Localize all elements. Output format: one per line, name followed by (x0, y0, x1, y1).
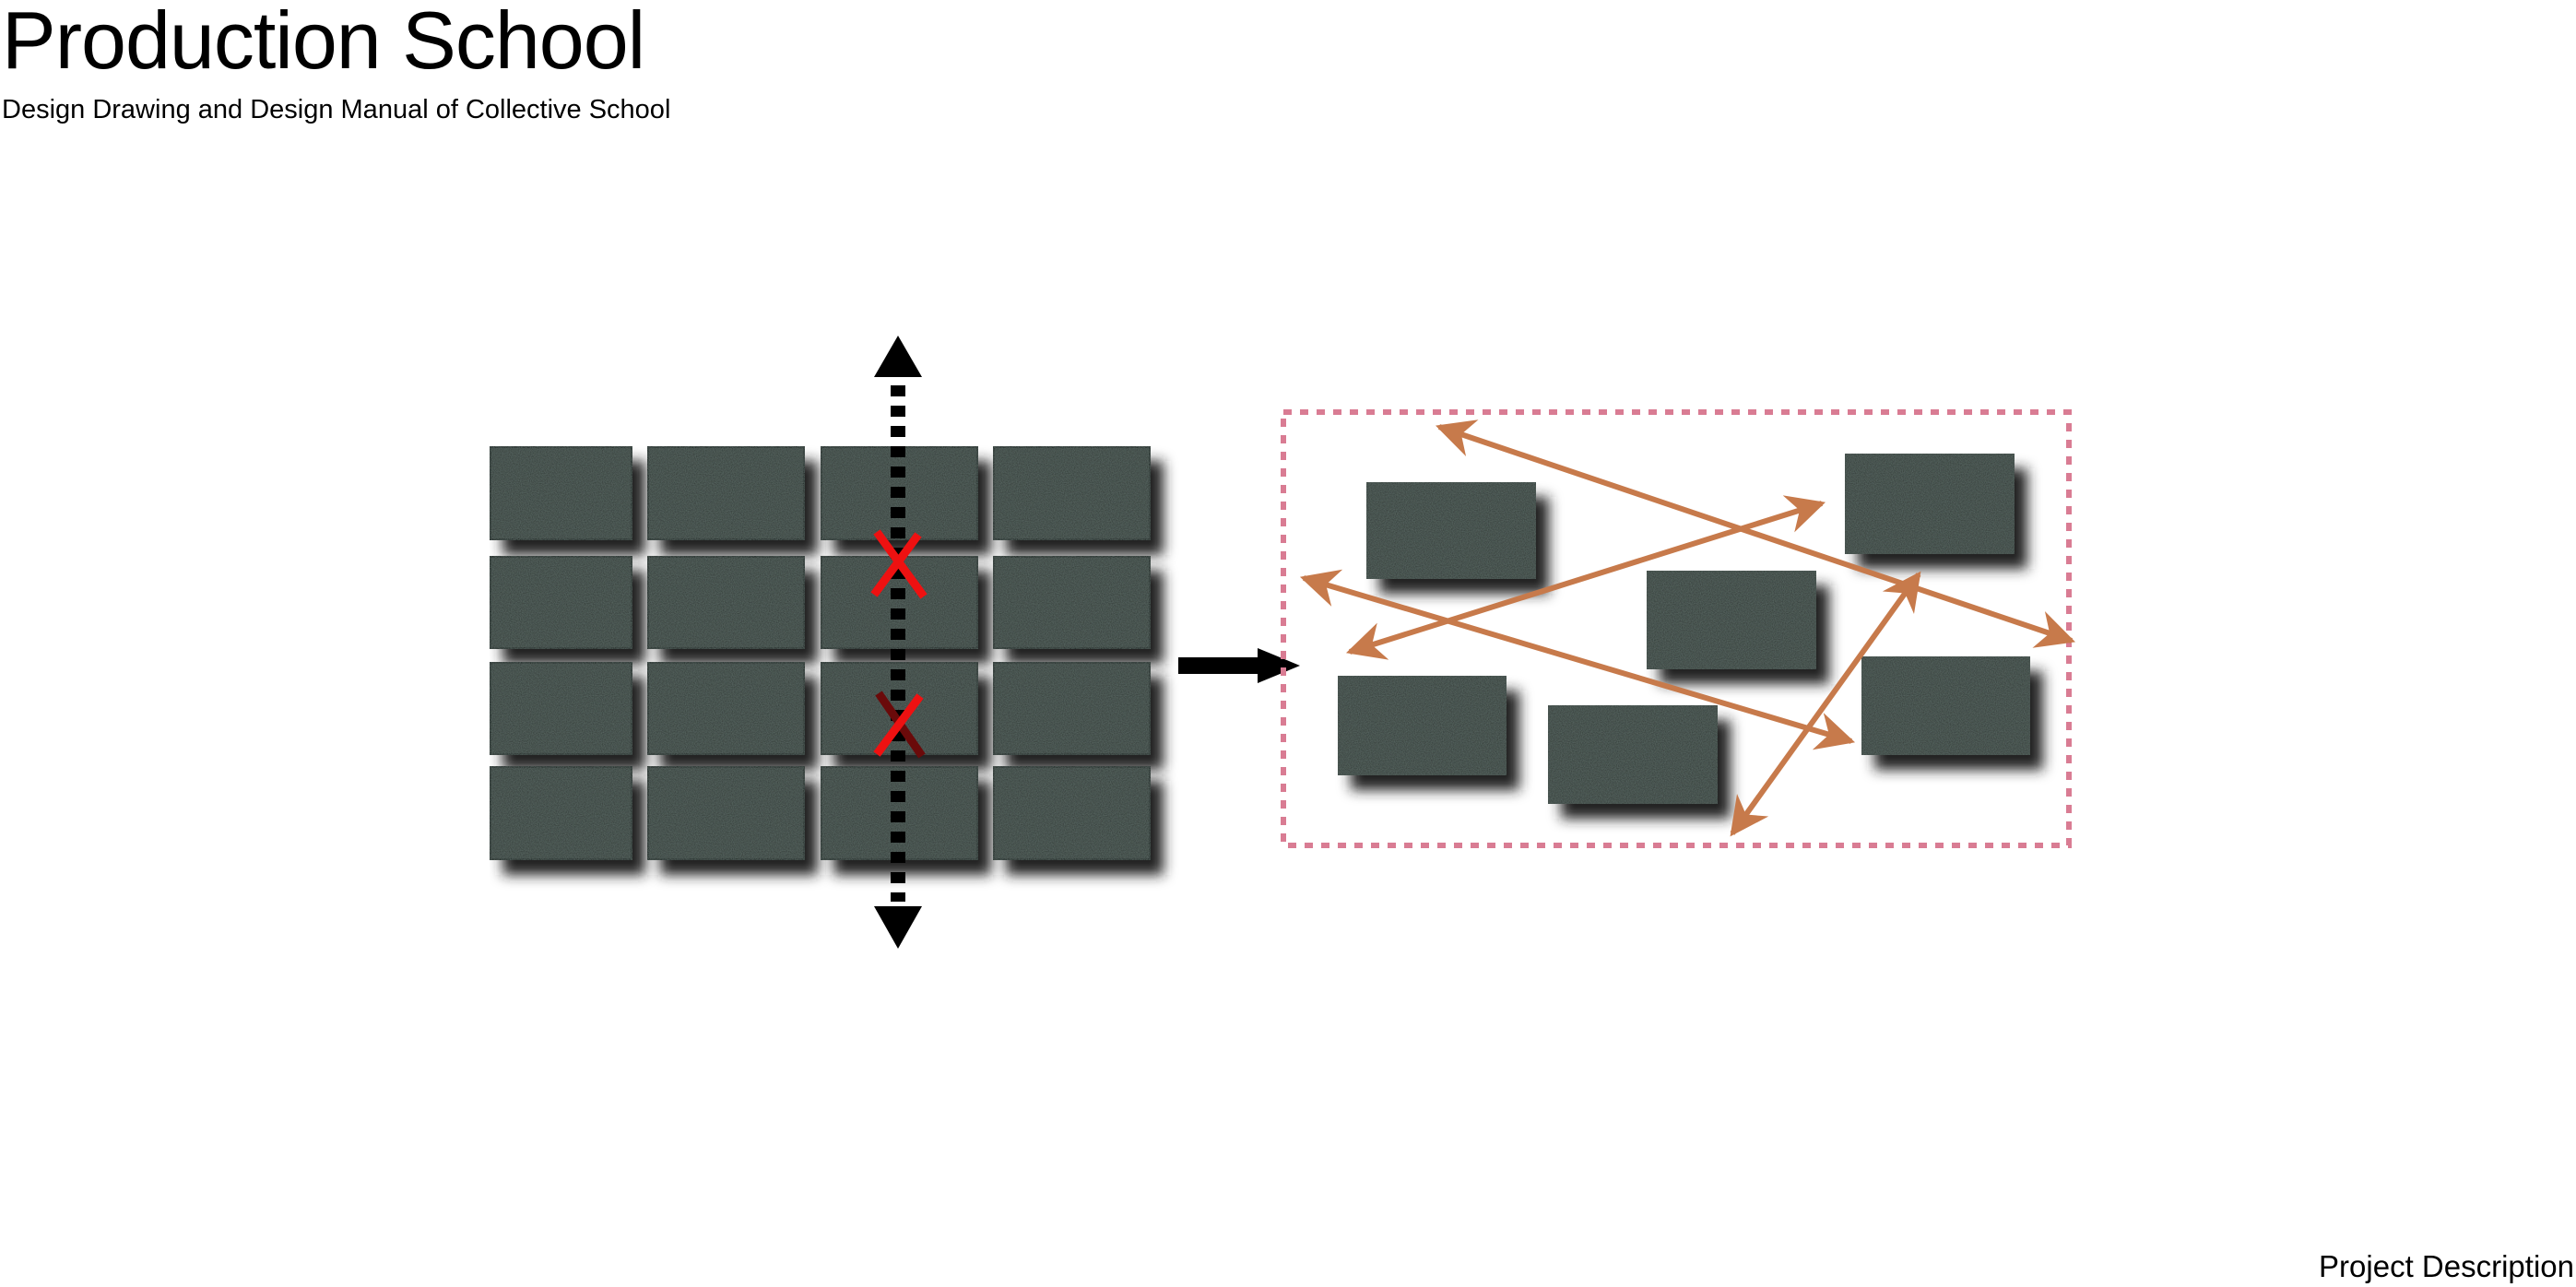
movement-arrows (1299, 419, 2075, 837)
building-block (1647, 571, 1816, 669)
double-arrow (1730, 571, 1921, 837)
vertical-double-arrow (874, 336, 922, 949)
building-block (1548, 705, 1718, 804)
building-block (645, 660, 807, 757)
building-block (488, 660, 634, 757)
building-block (991, 660, 1152, 757)
building-block (488, 764, 634, 862)
building-block (488, 444, 634, 542)
block-grid (0, 433, 1164, 894)
scattered-blocks (1338, 454, 2043, 819)
arrow-head-up-icon (874, 336, 922, 377)
building-block (488, 554, 634, 651)
building-block (991, 764, 1152, 862)
building-block (991, 554, 1152, 651)
crop-edge (0, 433, 490, 894)
transition-arrow-icon (1178, 648, 1300, 683)
building-block (1338, 676, 1507, 775)
building-block (1366, 482, 1536, 579)
footer-label: Project Description (2319, 1249, 2574, 1284)
arrow-head-down-icon (874, 906, 922, 949)
building-block (645, 444, 807, 542)
cross-mark-icon (870, 529, 928, 599)
page-title: Production School (2, 0, 645, 86)
page-subtitle: Design Drawing and Design Manual of Coll… (2, 95, 671, 124)
building-block (1845, 454, 2015, 554)
building-block (645, 554, 807, 651)
cross-mark-icon (873, 691, 926, 759)
building-block (991, 444, 1152, 542)
building-block (1861, 656, 2030, 755)
building-block (645, 764, 807, 862)
